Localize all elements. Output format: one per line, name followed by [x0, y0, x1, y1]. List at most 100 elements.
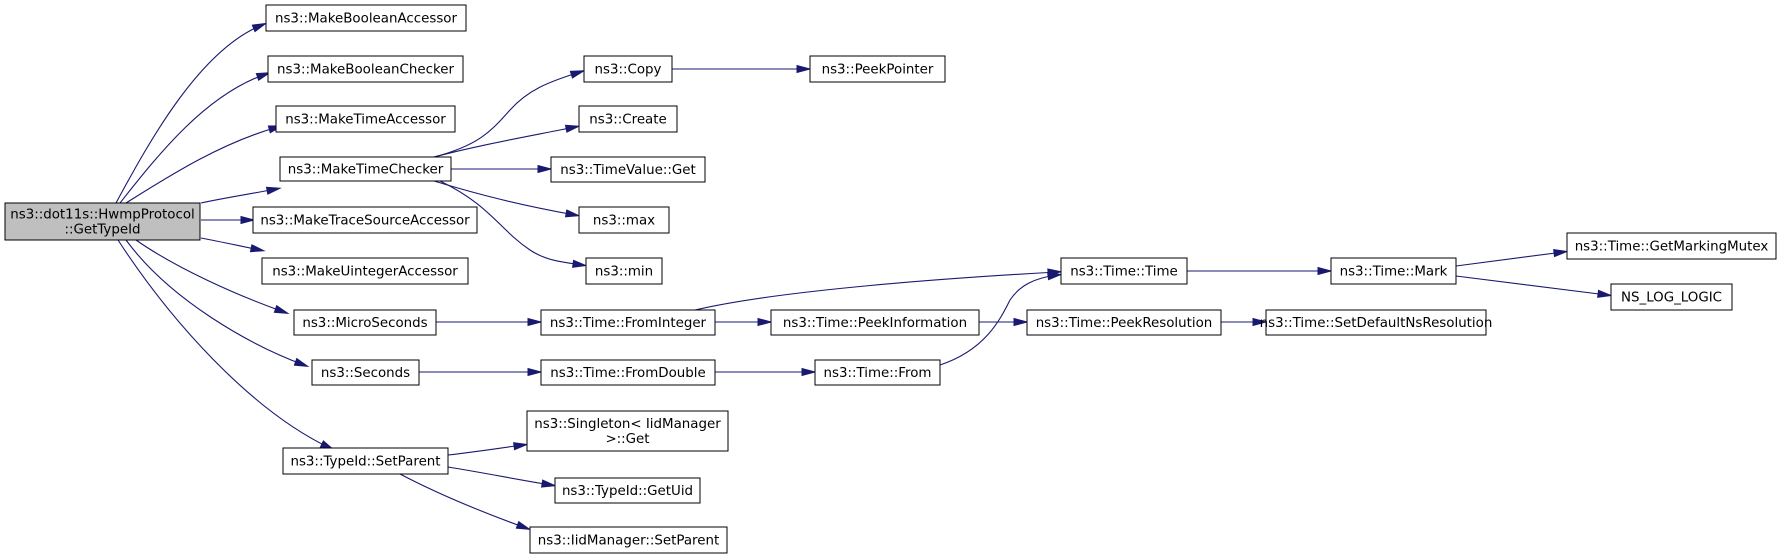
edge-from-to-time	[939, 274, 1058, 366]
node-mbchk[interactable]: ns3::MakeBooleanChecker	[267, 55, 464, 83]
edge-root-to-mtchk	[200, 188, 277, 204]
arrowhead-muacc	[249, 244, 266, 253]
node-box	[814, 359, 941, 386]
edge-mtchk-to-copy	[433, 71, 581, 158]
node-box	[1610, 283, 1733, 311]
arrowhead-mark	[1317, 266, 1333, 276]
arrowhead-iidsetpar	[515, 520, 532, 531]
node-box	[282, 447, 449, 475]
arrowhead-from	[801, 367, 817, 377]
node-nslog[interactable]: NS_LOG_LOGIC	[1610, 283, 1733, 311]
arrowhead-singleton	[513, 442, 529, 451]
node-from[interactable]: ns3::Time::From	[814, 359, 941, 386]
node-tvget[interactable]: ns3::TimeValue::Get	[550, 156, 706, 183]
node-min[interactable]: ns3::min	[585, 257, 663, 285]
node-box	[1330, 257, 1457, 285]
node-max[interactable]: ns3::max	[578, 206, 670, 234]
node-fromdbl[interactable]: ns3::Time::FromDouble	[540, 359, 716, 386]
node-label: ns3::MakeUintegerAccessor	[272, 265, 458, 280]
arrowhead-peekres	[1013, 317, 1029, 327]
arrowhead-copy	[569, 70, 586, 79]
edge-mark-to-getmm	[1455, 251, 1564, 267]
node-label: ns3::MakeTimeAccessor	[285, 113, 446, 128]
node-label: ns3::MakeTimeChecker	[288, 163, 444, 178]
node-time[interactable]: ns3::Time::Time	[1060, 257, 1188, 285]
node-label: ns3::Copy	[595, 63, 662, 78]
node-label: ::GetTypeId	[64, 223, 140, 238]
node-setpar[interactable]: ns3::TypeId::SetParent	[282, 447, 449, 475]
edge-mtchk-to-create	[433, 126, 576, 158]
node-label: ns3::Time::PeekResolution	[1036, 316, 1213, 331]
arrowhead-min	[572, 259, 588, 268]
arrowhead-getuid	[540, 479, 557, 488]
nodes-layer: ns3::dot11s::HwmpProtocol::GetTypeIdns3:…	[4, 4, 1777, 554]
node-create[interactable]: ns3::Create	[578, 105, 678, 133]
node-box	[585, 257, 663, 285]
node-box	[252, 206, 478, 234]
node-getmm[interactable]: ns3::Time::GetMarkingMutex	[1566, 232, 1777, 260]
node-mark[interactable]: ns3::Time::Mark	[1330, 257, 1457, 285]
node-setdef[interactable]: ns3::Time::SetDefaultNsResolution	[1260, 309, 1493, 336]
node-label: ns3::MakeBooleanAccessor	[275, 12, 458, 27]
node-label: ns3::max	[593, 214, 655, 229]
node-box	[529, 526, 728, 554]
node-secs[interactable]: ns3::Seconds	[311, 359, 420, 386]
edge-mtchk-to-min	[439, 180, 583, 266]
node-label: ns3::Seconds	[321, 366, 410, 381]
node-mtacc[interactable]: ns3::MakeTimeAccessor	[275, 105, 456, 133]
arrowhead-max	[564, 209, 581, 218]
node-box	[1566, 232, 1777, 260]
edge-setpar-to-singleton	[447, 444, 524, 456]
node-getuid[interactable]: ns3::TypeId::GetUid	[554, 477, 701, 504]
node-fromint[interactable]: ns3::Time::FromInteger	[540, 309, 716, 336]
node-peekptr[interactable]: ns3::PeekPointer	[809, 55, 946, 83]
node-label: ns3::Time::SetDefaultNsResolution	[1260, 316, 1493, 331]
node-muacc[interactable]: ns3::MakeUintegerAccessor	[261, 257, 469, 285]
node-root[interactable]: ns3::dot11s::HwmpProtocol::GetTypeId	[4, 202, 201, 241]
arrowhead-peekinfo	[757, 317, 773, 327]
node-box	[770, 309, 980, 336]
edges-layer	[115, 22, 1613, 531]
arrowhead-getmm	[1553, 249, 1569, 258]
node-box	[809, 55, 946, 83]
node-label: ns3::TypeId::GetUid	[562, 484, 693, 499]
node-box	[267, 55, 464, 83]
node-box	[1060, 257, 1188, 285]
node-label: ns3::TimeValue::Get	[560, 163, 695, 178]
node-mtsa[interactable]: ns3::MakeTraceSourceAccessor	[252, 206, 478, 234]
node-box	[550, 156, 706, 183]
node-label: ns3::Time::GetMarkingMutex	[1575, 240, 1769, 255]
node-label: ns3::Time::Time	[1070, 265, 1178, 280]
node-label: ns3::Time::PeekInformation	[783, 316, 967, 331]
node-singleton[interactable]: ns3::Singleton< IidManager>::Get	[526, 410, 729, 452]
node-copy[interactable]: ns3::Copy	[583, 55, 673, 83]
node-box	[261, 257, 469, 285]
node-label: ns3::dot11s::HwmpProtocol	[10, 208, 195, 223]
node-micro[interactable]: ns3::MicroSeconds	[293, 309, 437, 336]
edge-root-to-setpar	[117, 239, 331, 449]
node-label: ns3::IidManager::SetParent	[538, 534, 720, 549]
arrowhead-mtsa	[240, 215, 256, 225]
node-label: NS_LOG_LOGIC	[1621, 291, 1722, 306]
node-label: ns3::Time::FromDouble	[550, 366, 705, 381]
node-box	[279, 156, 452, 182]
arrowhead-nslog	[1597, 289, 1613, 298]
arrowhead-create	[564, 124, 581, 133]
node-label: ns3::MakeBooleanChecker	[277, 63, 454, 78]
node-mbacc[interactable]: ns3::MakeBooleanAccessor	[265, 4, 467, 32]
node-label: ns3::Time::FromInteger	[550, 316, 707, 331]
arrowhead-mtchk	[265, 186, 282, 195]
node-label: >::Get	[605, 432, 649, 447]
node-peekres[interactable]: ns3::Time::PeekResolution	[1026, 309, 1222, 336]
node-label: ns3::Time::From	[824, 366, 932, 381]
node-mtchk[interactable]: ns3::MakeTimeChecker	[279, 156, 452, 182]
edge-setpar-to-iidsetpar	[399, 473, 527, 529]
node-box	[578, 105, 678, 133]
arrowhead-mbchk	[255, 72, 272, 82]
arrowhead-secs	[293, 357, 310, 368]
node-label: ns3::TypeId::SetParent	[290, 455, 440, 470]
edge-root-to-mtacc	[125, 126, 279, 204]
node-peekinfo[interactable]: ns3::Time::PeekInformation	[770, 309, 980, 336]
node-iidsetpar[interactable]: ns3::IidManager::SetParent	[529, 526, 728, 554]
arrowhead-micro	[273, 304, 290, 314]
